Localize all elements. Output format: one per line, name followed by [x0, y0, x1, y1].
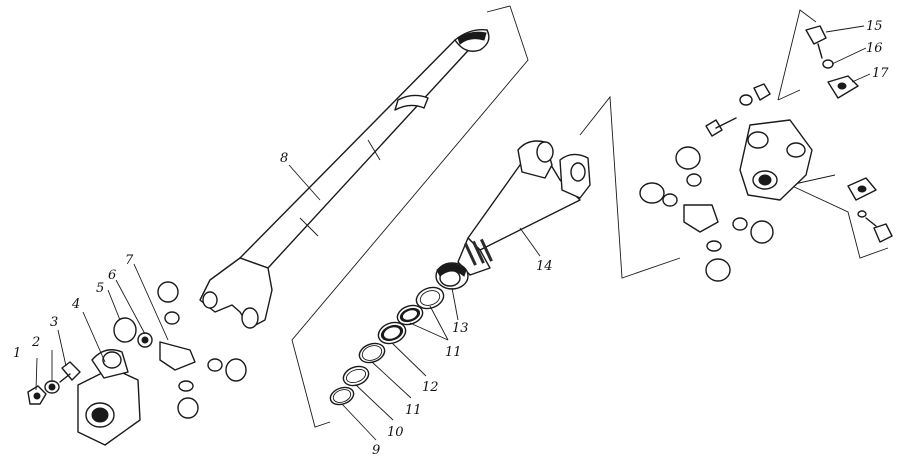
callout-13: 13	[452, 321, 469, 336]
callout-15: 15	[866, 19, 883, 34]
part-right-top-bolt	[805, 25, 827, 59]
part-left-cross-bearings	[113, 281, 247, 419]
callout-labels: 1 2 3 4 5 6 7 8 9 10 11 12 11 13 14 15 1…	[13, 19, 889, 458]
callout-9: 9	[372, 443, 380, 458]
part-long-tube	[199, 29, 490, 329]
callout-11-lower: 11	[405, 403, 422, 418]
part-right-mid-bolt-nut	[705, 83, 771, 137]
part-left-washer-nut	[27, 380, 60, 405]
callout-4: 4	[71, 297, 80, 312]
part-right-flange-yoke	[739, 119, 813, 201]
callout-14: 14	[536, 259, 553, 274]
callout-6: 6	[108, 268, 116, 283]
callout-2: 2	[31, 335, 40, 350]
part-splined-bushing	[435, 262, 469, 290]
callout-7: 7	[125, 253, 134, 268]
part-sliding-yoke	[457, 140, 591, 276]
callout-5: 5	[96, 281, 104, 296]
part-left-bolt	[59, 361, 81, 383]
part-right-lower-bolt-plate	[847, 177, 893, 243]
callout-17: 17	[872, 66, 889, 81]
callout-11-upper: 11	[445, 345, 462, 360]
part-right-lock-plate	[827, 75, 859, 99]
part-left-flange-yoke	[77, 349, 141, 446]
callout-8: 8	[280, 151, 288, 166]
callout-12: 12	[422, 380, 439, 395]
grouping-lines	[291, 5, 889, 428]
callout-1: 1	[13, 346, 21, 361]
part-right-cross-bearings	[639, 146, 774, 282]
part-rings	[329, 286, 445, 406]
callout-3: 3	[50, 315, 58, 330]
leader-lines	[35, 25, 871, 441]
part-right-washer	[822, 59, 834, 69]
callout-16: 16	[866, 41, 883, 56]
callout-10: 10	[387, 425, 404, 440]
